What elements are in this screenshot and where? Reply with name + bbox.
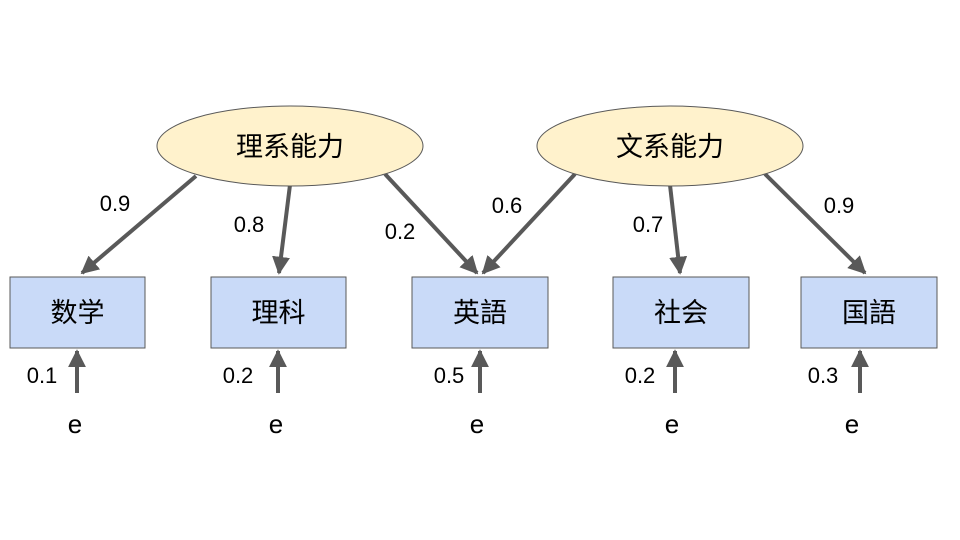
loading-arrow-science-math bbox=[80, 174, 198, 275]
latent-ellipse bbox=[536, 105, 804, 187]
error-value-social: 0.2 bbox=[625, 363, 656, 388]
loading-labels: 0.9 0.8 0.2 0.6 0.7 0.9 bbox=[100, 191, 855, 244]
error-term-english: e bbox=[470, 409, 484, 439]
observed-box bbox=[800, 276, 938, 349]
observed-label: 理科 bbox=[252, 298, 306, 329]
error-term-math: e bbox=[68, 409, 82, 439]
loading-label-science-english: 0.2 bbox=[385, 219, 416, 244]
latent-factor-humanities: 文系能力 bbox=[536, 105, 804, 187]
error-value-english: 0.5 bbox=[434, 363, 465, 388]
loading-label-humanities-japanese: 0.9 bbox=[824, 193, 855, 218]
observed-box bbox=[210, 276, 347, 349]
loading-arrow-science-english bbox=[383, 172, 479, 275]
observed-label: 数学 bbox=[51, 298, 105, 329]
latent-factor-science: 理系能力 bbox=[156, 105, 424, 187]
observed-variable-math: 数学 bbox=[9, 276, 146, 349]
observed-box bbox=[9, 276, 146, 349]
loading-label-humanities-social: 0.7 bbox=[633, 212, 664, 237]
latent-label: 文系能力 bbox=[616, 132, 724, 163]
observed-variable-social: 社会 bbox=[612, 276, 750, 349]
loading-label-science-science-subject: 0.8 bbox=[234, 212, 265, 237]
observed-label: 国語 bbox=[842, 298, 896, 329]
error-value-math: 0.1 bbox=[27, 363, 58, 388]
error-value-science-subject: 0.2 bbox=[223, 363, 254, 388]
loading-arrow-humanities-english bbox=[481, 172, 577, 275]
error-value-labels: 0.1 0.2 0.5 0.2 0.3 bbox=[27, 363, 839, 388]
latent-label: 理系能力 bbox=[236, 132, 344, 163]
loading-arrow-humanities-japanese bbox=[763, 172, 867, 275]
loading-arrow-humanities-social bbox=[668, 184, 688, 275]
observed-variable-english: 英語 bbox=[411, 276, 549, 349]
loading-label-science-math: 0.9 bbox=[100, 191, 131, 216]
error-term-labels: e e e e e bbox=[68, 409, 859, 439]
observed-box bbox=[612, 276, 750, 349]
error-value-japanese: 0.3 bbox=[808, 363, 839, 388]
error-term-japanese: e bbox=[845, 409, 859, 439]
observed-variable-japanese: 国語 bbox=[800, 276, 938, 349]
loading-arrows bbox=[80, 172, 867, 275]
loading-label-humanities-english: 0.6 bbox=[492, 193, 523, 218]
error-arrows bbox=[68, 349, 869, 393]
observed-label: 社会 bbox=[654, 298, 708, 329]
observed-variable-science-subject: 理科 bbox=[210, 276, 347, 349]
error-term-science-subject: e bbox=[269, 409, 283, 439]
latent-ellipse bbox=[156, 105, 424, 187]
observed-label: 英語 bbox=[453, 298, 507, 329]
loading-arrow-science-science-subject bbox=[272, 184, 292, 275]
observed-box bbox=[411, 276, 549, 349]
error-term-social: e bbox=[665, 409, 679, 439]
